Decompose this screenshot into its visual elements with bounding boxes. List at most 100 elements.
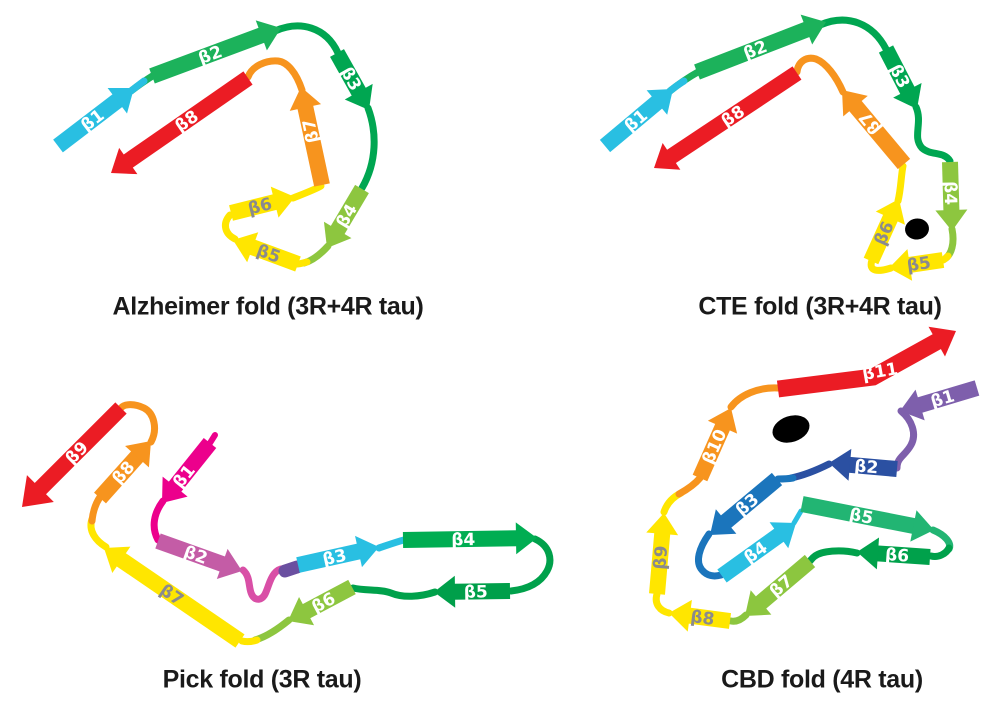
strand-arrowhead-β6 (270, 186, 295, 218)
strand-body-β8 (686, 607, 732, 629)
strand-body-β6 (863, 213, 899, 265)
strand-arrowhead-β2 (255, 20, 281, 51)
strand-arrowhead-β8 (669, 599, 692, 632)
hydrophobic-pocket-dot (905, 218, 929, 240)
strand-arrowhead-β3 (893, 82, 922, 109)
connector-loop (251, 616, 293, 644)
strand-label-β8: β8 (689, 607, 715, 630)
strand-arrowhead-β1 (900, 389, 925, 421)
strand-arrowhead-β7 (289, 87, 322, 111)
hydrophobic-pocket-dot (772, 415, 810, 443)
strand-arrowhead-β6 (857, 537, 880, 570)
connector-loop (507, 535, 554, 595)
strand-label-β4: β4 (939, 181, 960, 206)
strand-body-β2 (694, 21, 812, 80)
strand-body-β3 (296, 543, 363, 573)
strand-body-β1 (167, 438, 217, 494)
connector-loop (238, 636, 261, 646)
strand-label-β10: β10 (699, 426, 732, 467)
connector-loop (727, 611, 750, 625)
strand-arrowhead-β8 (654, 143, 681, 170)
strand-arrowhead-β5 (889, 249, 913, 281)
strand-label-β5: β5 (464, 582, 488, 602)
connector-loop (927, 544, 953, 560)
caption-pick-fold: Pick fold (3R tau) (162, 665, 362, 694)
strand-arrowhead-β5 (910, 510, 934, 542)
strand-body-β1 (599, 95, 664, 153)
strand-body-β4 (942, 161, 960, 213)
strand-arrowhead-β4 (935, 209, 968, 231)
connector-loop (278, 560, 304, 578)
strand-label-β2: β2 (853, 456, 879, 478)
strand-arrowhead-β11 (928, 326, 956, 357)
strand-label-β3: β3 (321, 546, 349, 571)
strand-body-β11 (776, 333, 943, 398)
strand-arrowhead-β5 (233, 232, 259, 263)
connector-loop (893, 407, 918, 472)
strand-body-β3 (719, 472, 783, 529)
strand-body-β10 (692, 422, 731, 482)
strand-body-β3 (330, 49, 367, 98)
caption-cbd-fold: CBD fold (4R tau) (721, 665, 923, 694)
strand-body-β1 (915, 380, 980, 414)
strand-arrowhead-β4 (323, 221, 352, 248)
strand-body-β6 (301, 579, 356, 620)
connector-loop (349, 584, 439, 600)
connector-loop (774, 474, 797, 483)
connector-loop (939, 252, 952, 264)
caption-cte-fold: CTE fold (3R+4R tau) (698, 292, 942, 321)
strand-body-β8 (665, 66, 802, 165)
connector-loop (244, 57, 306, 94)
strand-arrowhead-β3 (355, 535, 379, 568)
strand-body-β7 (754, 554, 816, 610)
strand-arrowhead-β7 (842, 90, 868, 117)
strand-label-β6: β6 (246, 194, 274, 219)
connector-loop (695, 530, 725, 580)
connector-loop (207, 432, 218, 446)
strand-arrowhead-β8 (111, 147, 138, 175)
strand-arrowhead-β5 (434, 575, 456, 608)
connector-loop (221, 211, 239, 243)
connector-loop (239, 565, 290, 603)
connector-loop (791, 508, 804, 526)
strand-body-β8 (94, 449, 145, 504)
connector-loop (675, 474, 704, 498)
connector-loop (271, 22, 342, 57)
strand-arrowhead-β9 (646, 513, 679, 536)
strand-body-β8 (122, 71, 253, 169)
strand-body-β9 (33, 402, 127, 496)
strand-label-β7: β7 (299, 117, 324, 145)
strand-arrowhead-β6 (875, 199, 905, 225)
connector-loop (793, 54, 847, 96)
strand-body-β7 (848, 99, 911, 170)
connector-loop (867, 256, 895, 274)
connector-loop (727, 384, 782, 411)
strand-arrowhead-β8 (125, 441, 151, 468)
strand-arrowhead-β1 (107, 88, 134, 114)
strand-arrowhead-β7 (745, 590, 772, 616)
connector-loop (816, 16, 890, 53)
strand-label-β4: β4 (451, 530, 475, 550)
connector-loop (912, 103, 954, 165)
strand-arrowhead-β4 (769, 522, 796, 549)
strand-label-β9: β9 (650, 545, 672, 571)
connector-loop (117, 401, 158, 446)
strand-body-β5 (248, 239, 301, 272)
strand-label-β6: β6 (884, 545, 909, 567)
strand-body-β6 (229, 193, 279, 221)
strand-body-β5 (800, 496, 917, 535)
strand-arrowhead-β1 (162, 476, 188, 503)
connector-loop (806, 547, 861, 565)
strand-arrowhead-β9 (22, 475, 54, 507)
strand-arrowhead-β1 (646, 89, 673, 115)
strand-arrowhead-β2 (829, 448, 852, 481)
strand-arrowhead-β7 (104, 546, 131, 574)
strand-body-β7 (115, 552, 245, 648)
connector-loop (375, 536, 408, 552)
connector-loop (652, 590, 673, 617)
